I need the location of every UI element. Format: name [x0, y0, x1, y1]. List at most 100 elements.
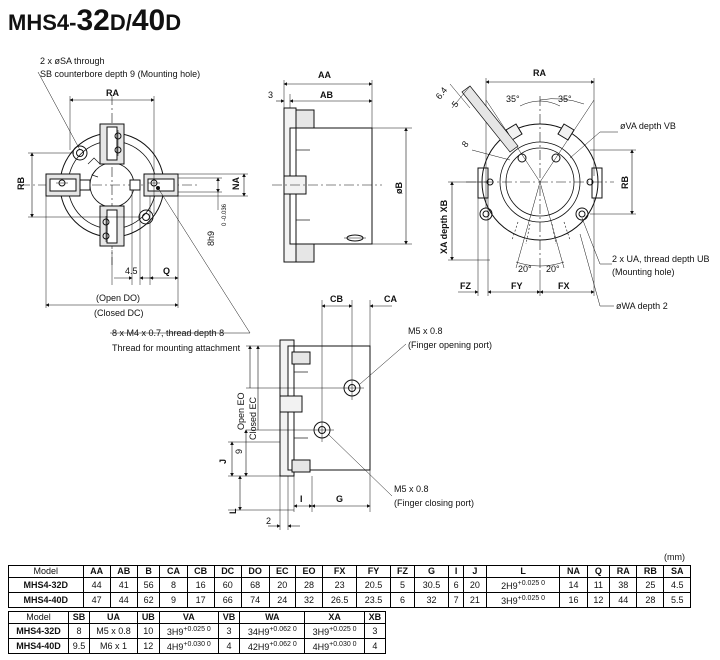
table-cell: 23: [322, 577, 358, 593]
table-cell: 62: [136, 592, 161, 608]
table-cell: 21: [463, 592, 487, 608]
table-cell: 44: [609, 592, 638, 608]
angle-35-right: 35°: [558, 94, 572, 104]
note-owa-depth: øWA depth 2: [616, 301, 668, 311]
table-cell: M5 x 0.8: [89, 623, 138, 639]
tolerance: +0.062 0: [269, 626, 297, 633]
table-cell: 6: [389, 592, 416, 608]
table-cell: 66: [213, 592, 242, 608]
table-cell: 4: [217, 638, 241, 654]
dim-ra: RA: [106, 88, 119, 98]
table-cell: 20: [463, 577, 487, 593]
header-cell: WA: [239, 611, 306, 624]
angle-35-left: 35°: [506, 94, 520, 104]
unit-label: (mm): [664, 552, 685, 562]
model-cell: MHS4-32D: [8, 577, 84, 593]
rear-view-labels: RA 6.4 5 8 35° 35° øVA depth VB RB XA de…: [434, 68, 710, 311]
table-cell: 60: [213, 577, 242, 593]
header-cell: DO: [240, 565, 270, 578]
dim-na: NA: [231, 177, 241, 190]
header-cell: J: [463, 565, 487, 578]
table-cell: 5: [389, 577, 416, 593]
table-cell: 4H9+0.030 0: [304, 638, 365, 654]
table-cell: 6: [448, 577, 465, 593]
dim-2: 2: [266, 516, 271, 526]
model-cell: MHS4-40D: [8, 592, 84, 608]
dimension-table-2: Model SB UA UB VA VB WA XA XB MHS4-32D 8…: [8, 611, 387, 654]
header-cell: L: [485, 565, 561, 578]
table-row: MHS4-32D 8 M5 x 0.8 10 3H9+0.025 0 3 34H…: [8, 623, 387, 639]
dim-fy: FY: [511, 281, 523, 291]
model-cell: MHS4-32D: [8, 623, 69, 639]
table-cell: 11: [586, 577, 611, 593]
header-cell: RB: [636, 565, 665, 578]
dim-fz: FZ: [460, 281, 471, 291]
dim-ra-rear: RA: [533, 68, 546, 78]
tolerance: +0.025 0: [517, 595, 546, 602]
header-cell: Model: [8, 611, 69, 624]
header-cell: FY: [356, 565, 391, 578]
dim-j: J: [218, 459, 228, 464]
table-cell: 8: [159, 577, 188, 593]
table-cell: 3: [363, 623, 387, 639]
header-cell: EO: [294, 565, 324, 578]
table-cell: 28: [636, 592, 665, 608]
note-mounting-hole: (Mounting hole): [612, 267, 675, 277]
header-cell: EC: [268, 565, 296, 578]
dim-open-do: (Open DO): [96, 293, 140, 303]
side-view-labels: AA AB 3 øB: [268, 70, 404, 194]
angle-20-right: 20°: [546, 264, 560, 274]
dim-6-4: 6.4: [434, 85, 450, 101]
tolerance: +0.025 0: [183, 626, 211, 633]
note-thread-attachment: Thread for mounting attachment: [112, 343, 241, 353]
table-cell: 16: [559, 592, 588, 608]
header-cell: NA: [559, 565, 588, 578]
header-cell: AB: [109, 565, 138, 578]
note-finger-opening-port: (Finger opening port): [408, 340, 492, 350]
header-cell: DC: [213, 565, 242, 578]
dim-ab: AB: [320, 90, 333, 100]
dim-aa: AA: [318, 70, 331, 80]
table-cell: 3H9+0.025 0: [304, 623, 365, 639]
tolerance: +0.030 0: [183, 641, 211, 648]
table-cell: 20.5: [356, 577, 391, 593]
table-cell-l: 2H9+0.025 0: [485, 577, 561, 593]
table-cell: 32: [294, 592, 324, 608]
header-cell: B: [136, 565, 161, 578]
angle-20-left: 20°: [518, 264, 532, 274]
table-cell: 17: [186, 592, 215, 608]
bottom-view: [228, 300, 407, 530]
header-cell: I: [448, 565, 465, 578]
table-cell: 23.5: [356, 592, 391, 608]
header-cell: CA: [159, 565, 188, 578]
table-cell: 9: [159, 592, 188, 608]
dim-open-eo: Open EO: [236, 392, 246, 430]
header-cell: XB: [363, 611, 387, 624]
table-cell: 68: [240, 577, 270, 593]
table-cell: 34H9+0.062 0: [239, 623, 306, 639]
table-cell: 38: [609, 577, 638, 593]
table-cell: 20: [268, 577, 296, 593]
dim-l: L: [228, 508, 238, 514]
bottom-view-labels: CB CA M5 x 0.8 (Finger opening port) Ope…: [218, 294, 492, 526]
dim-fx: FX: [558, 281, 570, 291]
header-cell: Q: [586, 565, 611, 578]
header-cell: RA: [609, 565, 638, 578]
table-cell: 25: [636, 577, 665, 593]
table-cell: 4: [363, 638, 387, 654]
model-cell: MHS4-40D: [8, 638, 69, 654]
dim-ca: CA: [384, 294, 397, 304]
note-xa-depth: XA depth XB: [439, 199, 449, 254]
tolerance: +0.025 0: [329, 626, 357, 633]
table-cell: 56: [136, 577, 161, 593]
note-sb-counterbore: SB counterbore depth 9 (Mounting hole): [40, 69, 200, 79]
table-cell: 14: [559, 577, 588, 593]
table-cell: 9.5: [67, 638, 91, 654]
table-cell: 26.5: [322, 592, 358, 608]
header-cell: Model: [8, 565, 84, 578]
tolerance: +0.030 0: [329, 641, 357, 648]
dim-3: 3: [268, 90, 273, 100]
table-cell: 41: [109, 577, 138, 593]
note-m5-opening: M5 x 0.8: [408, 326, 443, 336]
table-row: MHS4-40D 9.5 M6 x 1 12 4H9+0.030 0 4 42H…: [8, 638, 387, 654]
